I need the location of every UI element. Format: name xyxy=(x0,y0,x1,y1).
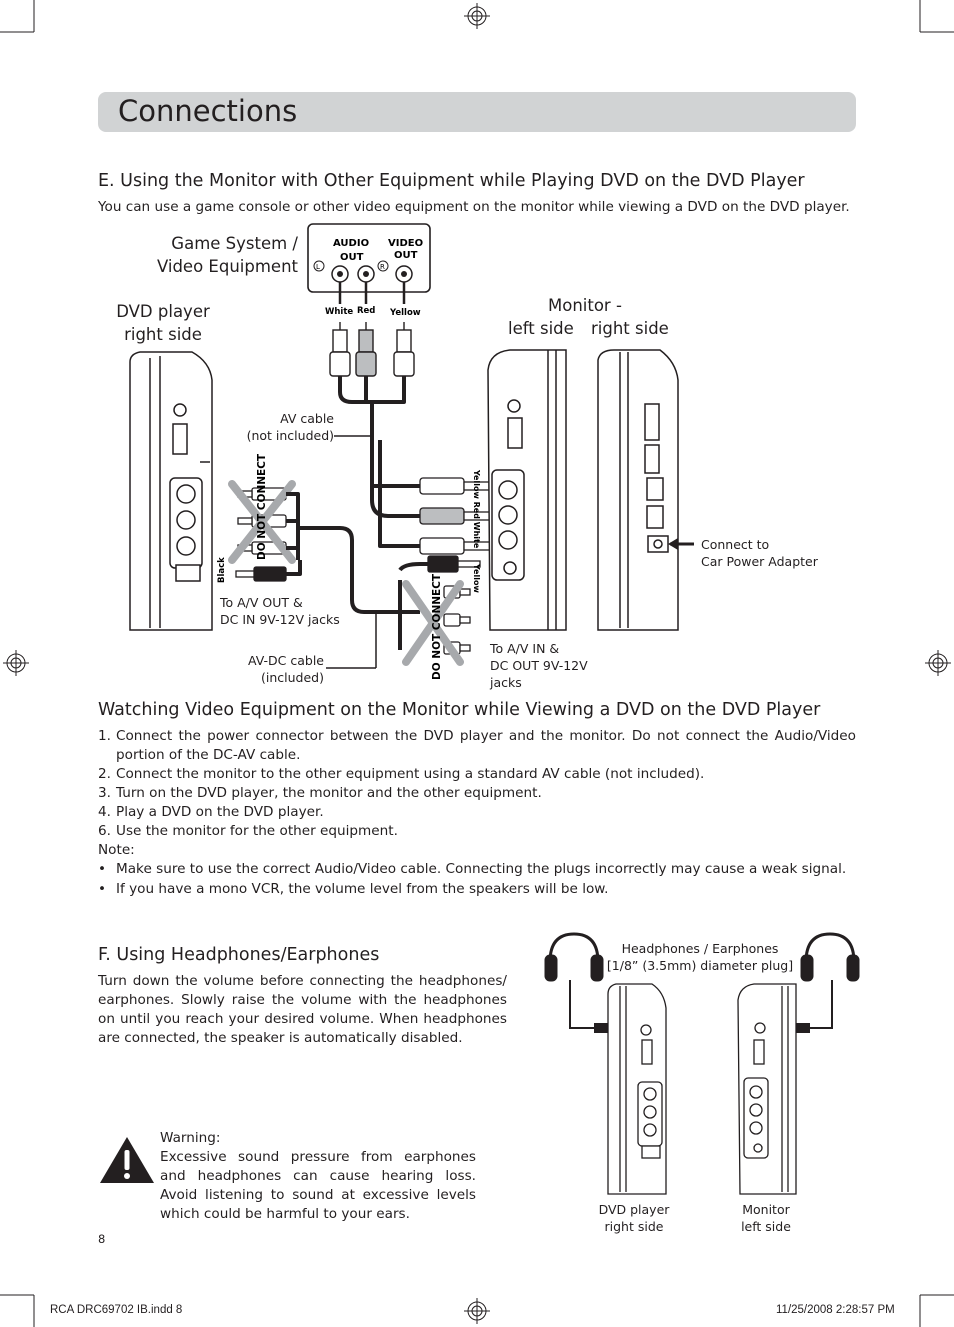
svg-text:AUDIO: AUDIO xyxy=(333,238,369,249)
headphones-icon-left xyxy=(544,932,604,982)
black-label: Black xyxy=(217,557,227,583)
monitor-label: Monitor - xyxy=(548,296,622,315)
dvd-player-side xyxy=(129,351,213,631)
monitor-yellow-label: Yellow xyxy=(472,563,481,593)
to-av-out-label: To A/V OUT &DC IN 9V-12V jacks xyxy=(220,595,340,627)
svg-text:OUT: OUT xyxy=(340,252,364,263)
monitor-left-side xyxy=(487,349,567,631)
note-label: Note: xyxy=(98,842,135,858)
av-dc-cable-label: AV-DC cable(included) xyxy=(247,653,324,685)
monitor-right-side-label: right side xyxy=(591,319,669,338)
monitor-input-plugs xyxy=(419,477,493,555)
do-not-connect-label-right: DO NOT CONNECT xyxy=(431,573,443,680)
step-item: 2.Connect the monitor to the other equip… xyxy=(98,766,705,782)
plug-yellow-label: Yellow xyxy=(389,308,421,318)
registration-mark-top xyxy=(464,3,490,29)
registration-mark-right xyxy=(925,650,951,676)
footer-filename: RCA DRC69702 IB.indd 8 xyxy=(50,1304,183,1316)
warning-block: Warning: Excessive sound pressure from e… xyxy=(160,1129,476,1224)
registration-mark-left xyxy=(3,650,29,676)
step-item: 1.Connect the power connector between th… xyxy=(98,728,856,763)
do-not-connect-cross-left xyxy=(228,480,296,564)
warning-title: Warning: xyxy=(160,1130,221,1146)
monitor-left-side-label: left side xyxy=(508,319,574,338)
game-system-label: Game System /Video Equipment xyxy=(156,234,298,276)
watching-heading: Watching Video Equipment on the Monitor … xyxy=(98,700,821,720)
monitor-small xyxy=(737,983,797,1195)
av-cable xyxy=(338,376,420,548)
plug-red-label: Red xyxy=(357,306,375,316)
svg-text:R: R xyxy=(380,263,385,271)
step-item: 3.Turn on the DVD player, the monitor an… xyxy=(98,785,542,801)
svg-text:VIDEO: VIDEO xyxy=(388,238,423,249)
dvd-player-small xyxy=(607,983,667,1195)
registration-mark-bottom xyxy=(464,1298,490,1324)
step-item: 4.Play a DVD on the DVD player. xyxy=(98,804,324,820)
do-not-connect-cross-right xyxy=(402,580,464,666)
av-cable-plugs xyxy=(329,322,415,377)
page-title: Connections xyxy=(118,94,298,128)
av-dc-cable xyxy=(286,492,450,650)
headphones-label: Headphones / Earphones[1/8” (3.5mm) diam… xyxy=(606,941,794,973)
svg-text:L: L xyxy=(316,263,320,271)
note-item: •Make sure to use the correct Audio/Vide… xyxy=(98,861,847,877)
warning-text: Excessive sound pressure from earphones … xyxy=(160,1149,476,1222)
header-banner xyxy=(98,92,856,132)
do-not-connect-label-left: DO NOT CONNECT xyxy=(256,453,268,560)
connection-diagram: AUDIO OUT VIDEO OUT L R White Red Yellow xyxy=(129,223,694,680)
watching-steps: 1.Connect the power connector between th… xyxy=(98,727,856,899)
plug-white-label: White xyxy=(325,307,353,317)
monitor-colors-label: Yellow Red White xyxy=(472,469,481,549)
footer-timestamp: 11/25/2008 2:28:57 PM xyxy=(776,1304,895,1316)
note-item: •If you have a mono VCR, the volume leve… xyxy=(98,881,609,897)
section-e-intro: You can use a game console or other vide… xyxy=(98,199,850,215)
step-item: 6.Use the monitor for the other equipmen… xyxy=(98,823,398,839)
av-cable-label: AV cable(not included) xyxy=(246,411,334,443)
headphones-diagram xyxy=(544,932,860,1195)
page-number: 8 xyxy=(98,1232,106,1246)
svg-text:OUT: OUT xyxy=(394,250,418,261)
headphones-icon-right xyxy=(800,932,860,982)
section-e-heading: E. Using the Monitor with Other Equipmen… xyxy=(98,171,805,191)
monitor-right-side xyxy=(597,349,679,631)
section-f-text: Turn down the volume before connecting t… xyxy=(98,973,507,1046)
section-f-heading: F. Using Headphones/Earphones xyxy=(98,945,380,965)
game-system-panel: AUDIO OUT VIDEO OUT L R xyxy=(307,223,431,293)
warning-icon xyxy=(100,1137,154,1183)
